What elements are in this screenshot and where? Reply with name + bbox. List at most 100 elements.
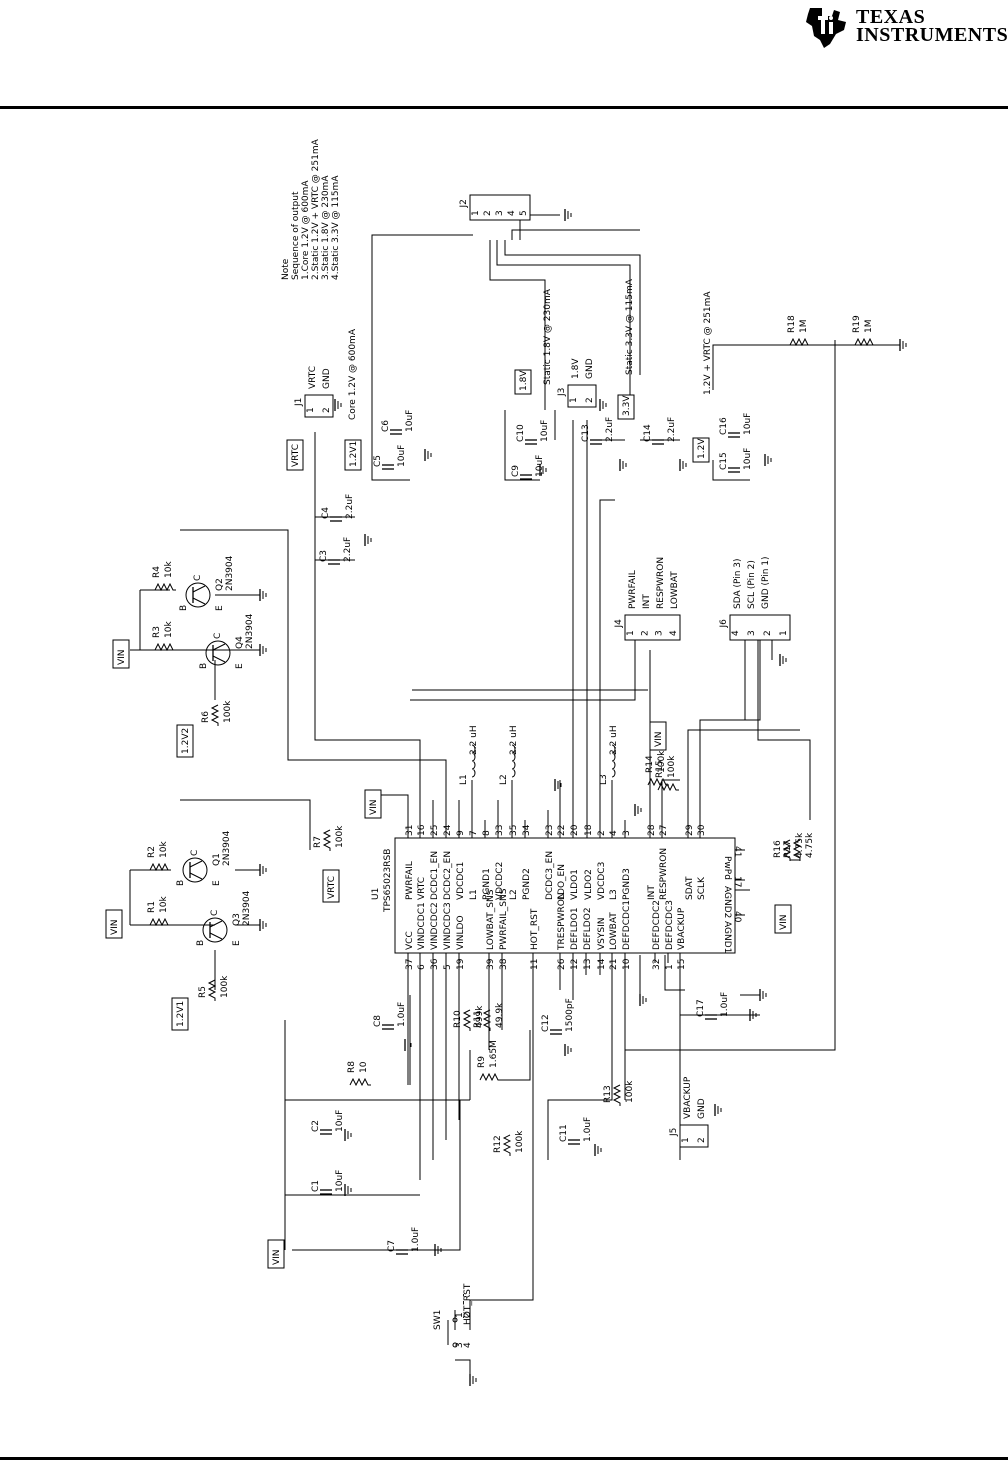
transistor-pin-c: C bbox=[213, 633, 223, 639]
capacitor-ref: C6 bbox=[381, 420, 391, 432]
wire-61 bbox=[504, 410, 540, 481]
u1-part: TPS65023RSB bbox=[383, 849, 393, 913]
capacitor-ref: C12 bbox=[541, 1014, 551, 1032]
footer-rule bbox=[0, 1457, 1008, 1460]
net-label-vin: VIN bbox=[649, 721, 667, 751]
connector-pin-label: INT bbox=[642, 594, 652, 609]
pin-number: 22 bbox=[557, 825, 567, 836]
net-label-vrtc: VRTC bbox=[286, 439, 304, 471]
transistor-ref: Q4 bbox=[235, 636, 245, 649]
ground-icon bbox=[899, 339, 907, 351]
net-label-vin: VIN bbox=[267, 1239, 285, 1269]
transistor-pin-e: E bbox=[232, 940, 242, 946]
resistor-ref: R15 bbox=[655, 760, 665, 778]
capacitor-value: 2.2uF bbox=[345, 494, 355, 519]
resistor-ref: R18 bbox=[787, 315, 797, 333]
wire-47 bbox=[687, 729, 800, 838]
pin-number: 19 bbox=[456, 958, 466, 970]
capacitor-c12: C12 1500pF bbox=[541, 998, 575, 1035]
pin-name: LOWBAT_SNS bbox=[486, 889, 496, 950]
resistor-ref: R12 bbox=[493, 1135, 503, 1153]
ground-icon bbox=[259, 589, 267, 601]
pin-name: DCDC1_EN bbox=[430, 851, 440, 900]
inductor-ref: L1 bbox=[459, 774, 469, 785]
ground-icon bbox=[779, 654, 787, 666]
pin-number: 10 bbox=[622, 958, 632, 970]
capacitor-value: 10uF bbox=[743, 413, 753, 435]
connector-pin-num: 3 bbox=[495, 210, 505, 216]
resistor-value: 100k bbox=[667, 755, 677, 778]
transistor-pin-e: E bbox=[235, 663, 245, 669]
pin-name: PWRFAIL_SNS bbox=[499, 888, 509, 950]
connector-pin-label: 1.8V bbox=[571, 358, 581, 379]
net-label-text: VIN bbox=[779, 914, 789, 930]
wire-14 bbox=[500, 1030, 531, 1081]
connector-pin-num: 2 bbox=[483, 210, 493, 216]
capacitor-value: 1500pF bbox=[565, 998, 575, 1032]
u1-ic: U1 TPS65023RSB 31PWRFAIL16VRTC25DCDC1_EN… bbox=[371, 824, 745, 970]
pin-name: VRTC bbox=[417, 877, 427, 900]
note-line-4: 3.Static 1.8V @ 230mA bbox=[321, 175, 331, 280]
transistor-part: 2N3904 bbox=[242, 890, 252, 926]
page-header: Texas Instruments bbox=[0, 0, 1008, 110]
pin-name: VDCDC1 bbox=[456, 862, 466, 900]
resistor-ref: R13 bbox=[603, 1085, 613, 1103]
u1-pins: 31PWRFAIL16VRTC25DCDC1_EN24DCDC2_EN9VDCD… bbox=[405, 824, 745, 970]
pin-name: PGND3 bbox=[622, 868, 632, 900]
pin-name: HOT_RST bbox=[530, 908, 540, 950]
capacitor-ref: C15 bbox=[719, 452, 729, 470]
ground-icon bbox=[259, 644, 267, 656]
ground-icon bbox=[679, 459, 687, 471]
wire-51 bbox=[371, 234, 473, 460]
wire-65 bbox=[712, 460, 750, 481]
capacitor-value: 2.2uF bbox=[343, 537, 353, 562]
pin-name: VDCDC3 bbox=[597, 862, 607, 900]
resistor-value: 100k bbox=[335, 825, 345, 848]
connector-pin-label: GND bbox=[585, 358, 595, 379]
wires bbox=[129, 214, 900, 1375]
wire-54 bbox=[504, 240, 641, 375]
connector-pin-label: GND (Pin 1) bbox=[761, 556, 771, 609]
pin-name: DEFLDO1 bbox=[570, 907, 580, 950]
resistor-ref: R17 bbox=[783, 840, 793, 858]
pin-name: PWRFAIL bbox=[405, 861, 415, 900]
capacitor-ref: C14 bbox=[643, 424, 653, 442]
transistor-pin-c: C bbox=[210, 910, 220, 916]
capacitor-c14: C14 2.2uF bbox=[643, 417, 677, 445]
wire-42 bbox=[599, 499, 615, 838]
switch-pin: 2 bbox=[463, 1312, 473, 1318]
net-label-v12: 1.2V bbox=[692, 437, 710, 463]
pin-number: 14 bbox=[597, 958, 607, 970]
pin-name: PGND1 bbox=[482, 868, 492, 900]
ground-icon bbox=[539, 464, 547, 476]
net-label-text: 1.2V2 bbox=[181, 728, 191, 754]
pin-number: 32 bbox=[652, 959, 662, 970]
net-label-text: 3.3V bbox=[622, 395, 632, 416]
connector-pin-num: 1 bbox=[569, 397, 579, 403]
net-label-vin: VIN bbox=[774, 904, 792, 934]
net-label-vin: VIN bbox=[105, 909, 123, 939]
connector-pin-label: GND bbox=[697, 1098, 707, 1119]
ground-icon bbox=[749, 1009, 757, 1021]
transistor-pin-b: B bbox=[176, 880, 186, 886]
pin-number: 31 bbox=[405, 825, 415, 836]
pin-number: 1 bbox=[665, 964, 675, 970]
resistor-value: 1M bbox=[864, 320, 874, 334]
resistor-value: 1.65M bbox=[489, 1040, 499, 1068]
capacitor-value: 2.2uF bbox=[667, 417, 677, 442]
net-label-text: VIN bbox=[272, 1249, 282, 1265]
